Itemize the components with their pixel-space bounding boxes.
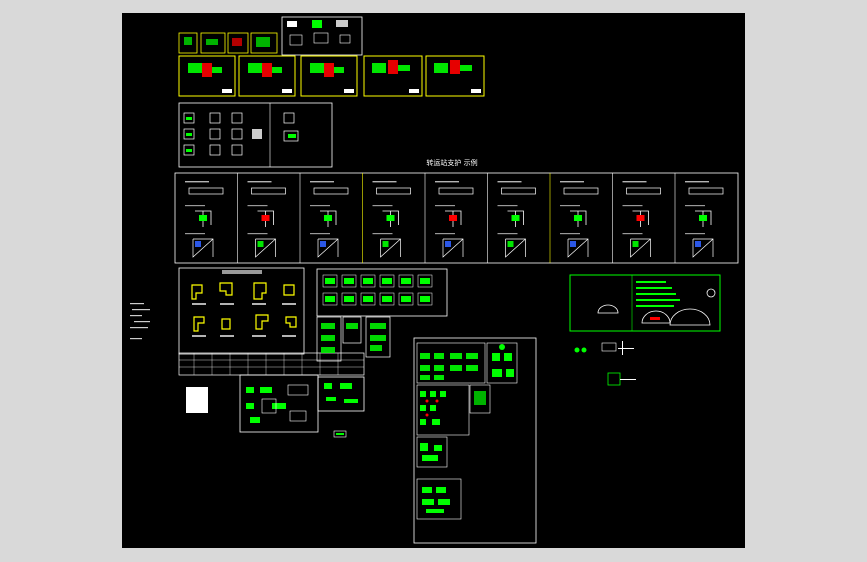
green-block[interactable] — [360, 292, 376, 306]
drawing-section-title: 转运站支护 示例 — [426, 158, 477, 167]
legend-block[interactable] — [186, 387, 208, 413]
green-block[interactable] — [360, 274, 376, 288]
sheet-frame[interactable] — [342, 316, 362, 344]
sheet-frame-blocks[interactable] — [316, 268, 448, 317]
table-frame[interactable] — [178, 352, 365, 376]
sheet-frame-large[interactable] — [413, 337, 537, 544]
cad-drawing-canvas[interactable]: 转运站支护 示例 — [122, 13, 745, 548]
strip-panel[interactable] — [560, 181, 599, 258]
sheet-group-blocks — [316, 268, 448, 362]
panel-strip-frame[interactable] — [174, 172, 739, 264]
sheet-group-mid — [239, 374, 365, 438]
cad-drawing-viewport[interactable]: 转运站支护 示例 — [122, 13, 745, 548]
sheet-frame[interactable] — [317, 376, 365, 412]
sheet-thumb[interactable] — [178, 32, 198, 54]
strip-panel[interactable] — [685, 181, 724, 258]
green-block[interactable] — [379, 292, 395, 306]
detail-mark[interactable] — [601, 342, 617, 352]
sheet-frame-top-center[interactable] — [281, 16, 363, 56]
sheet-frame-details[interactable] — [178, 102, 333, 168]
green-block[interactable] — [341, 292, 357, 306]
sheet-group-tunnel — [569, 274, 721, 332]
sheet-frame[interactable] — [300, 55, 358, 97]
sheet-group-details — [178, 102, 333, 168]
green-block[interactable] — [379, 274, 395, 288]
sheet-frame[interactable] — [425, 55, 485, 97]
sheet-thumb[interactable] — [250, 32, 278, 54]
detail-node[interactable] — [574, 347, 580, 353]
green-block[interactable] — [417, 292, 433, 306]
sheet-frame[interactable] — [238, 55, 296, 97]
green-block[interactable] — [398, 292, 414, 306]
strip-panel[interactable] — [310, 181, 349, 258]
detail-mark[interactable] — [607, 372, 621, 386]
sheet-frame-shapes[interactable] — [178, 267, 305, 355]
detail-mark[interactable] — [333, 430, 347, 438]
sheet-thumb[interactable] — [200, 32, 226, 54]
green-block[interactable] — [322, 274, 338, 288]
strip-panel[interactable] — [185, 181, 224, 258]
strip-panel[interactable] — [372, 181, 411, 258]
left-annotations — [130, 303, 150, 340]
green-block[interactable] — [322, 292, 338, 306]
sheet-group-right-details — [574, 341, 636, 386]
panel-strip — [174, 172, 739, 264]
sheet-frame-tunnel[interactable] — [569, 274, 721, 332]
strip-panel[interactable] — [435, 181, 474, 258]
sheet-thumb[interactable] — [227, 32, 249, 54]
sheet-frame[interactable] — [178, 55, 236, 97]
green-block[interactable] — [341, 274, 357, 288]
sheet-group-large — [413, 337, 537, 544]
sheet-group-shapes — [178, 267, 305, 355]
detail-node[interactable] — [581, 347, 587, 353]
green-block[interactable] — [417, 274, 433, 288]
strip-panel[interactable] — [497, 181, 536, 258]
sheet-group-top — [178, 16, 485, 97]
sheet-frame[interactable] — [363, 55, 423, 97]
strip-panel[interactable] — [247, 181, 286, 258]
strip-panel[interactable] — [622, 181, 661, 258]
sheet-table — [178, 352, 365, 413]
sheet-frame[interactable] — [316, 316, 342, 362]
sheet-frame[interactable] — [365, 316, 391, 358]
green-block[interactable] — [398, 274, 414, 288]
